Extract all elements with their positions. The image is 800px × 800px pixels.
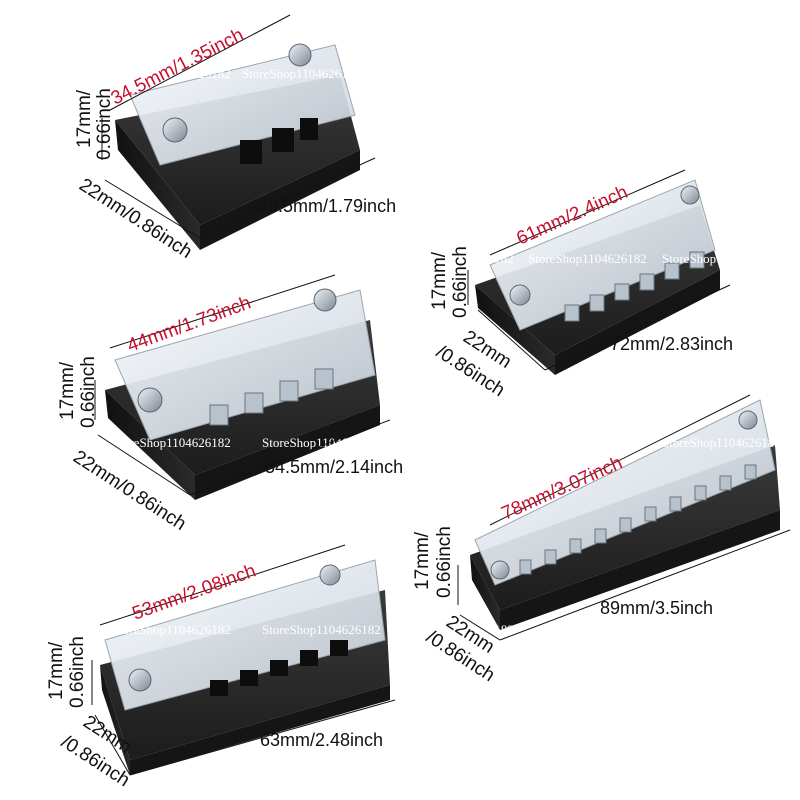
block-10p-length: 89mm/3.5inch	[600, 598, 713, 618]
watermark-line-1f: StoreShop1104626182	[662, 66, 781, 81]
watermark-line-4d: StoreShop1104626182	[395, 622, 514, 637]
watermark-line-1b: StoreShop1104626182	[112, 66, 231, 81]
watermark: StoreShop1104626182 StoreShop1104626182 …	[0, 66, 781, 637]
watermark-line-4f: StoreShop1104626182	[662, 622, 781, 637]
watermark-line-3c: StoreShop1104626182	[262, 435, 381, 450]
watermark-line-1e: StoreShop1104626182	[528, 66, 647, 81]
watermark-line-3: StoreShop1104626182	[0, 435, 99, 450]
watermark-line-2: StoreShop1104626182	[0, 251, 99, 266]
watermark-line-3d: StoreShop1104626182	[395, 435, 514, 450]
terminal-block-5p	[100, 559, 390, 775]
terminal-block-10p	[470, 399, 780, 630]
block-4p-height-a: 17mm/	[57, 361, 78, 420]
block-10p-height-a: 17mm/	[412, 531, 433, 590]
block-2p-height-a: 17mm/	[74, 89, 95, 148]
block-5p-height-b: 0.66inch	[67, 636, 88, 708]
block-4p-length: 54.5mm/2.14inch	[265, 457, 403, 477]
watermark-line-2c: StoreShop1104626182	[262, 251, 381, 266]
block-10p-height-b: 0.66inch	[434, 526, 455, 598]
watermark-line-1d: StoreShop1104626182	[395, 66, 514, 81]
watermark-line-4b: StoreShop1104626182	[112, 622, 231, 637]
watermark-line-4c: StoreShop1104626182	[262, 622, 381, 637]
watermark-line-2b: StoreShop1104626182	[112, 251, 231, 266]
block-2p-length: 45.5mm/1.79inch	[258, 196, 396, 216]
block-2p-height-b: 0.66inch	[94, 88, 115, 160]
watermark-line-3e: StoreShop1104626182	[528, 435, 647, 450]
watermark-line-2f: StoreShop1104626182	[662, 251, 781, 266]
watermark-line-3f: StoreShop1104626182	[662, 435, 781, 450]
watermark-line-2d: StoreShop1104626182	[395, 251, 514, 266]
dimension-lines	[91, 14, 791, 776]
block-6p-height-b: 0.66inch	[450, 246, 471, 318]
watermark-line-1: StoreShop1104626182	[0, 66, 99, 81]
watermark-line-4: StoreShop1104626182	[0, 622, 99, 637]
watermark-line-2e: StoreShop1104626182	[528, 251, 647, 266]
block-5p-height-a: 17mm/	[46, 641, 67, 700]
watermark-line-4e: StoreShop1104626182	[528, 622, 647, 637]
watermark-line-1c: StoreShop1104626182	[242, 66, 361, 81]
block-6p-height-a: 17mm/	[429, 251, 450, 310]
watermark-line-3b: StoreShop1104626182	[112, 435, 231, 450]
terminal-block-6p	[475, 179, 720, 375]
terminal-block-2p	[115, 43, 360, 250]
block-4p-height-b: 0.66inch	[78, 356, 99, 428]
block-5p-length: 63mm/2.48inch	[260, 730, 383, 750]
block-6p-length: 72mm/2.83inch	[610, 334, 733, 354]
